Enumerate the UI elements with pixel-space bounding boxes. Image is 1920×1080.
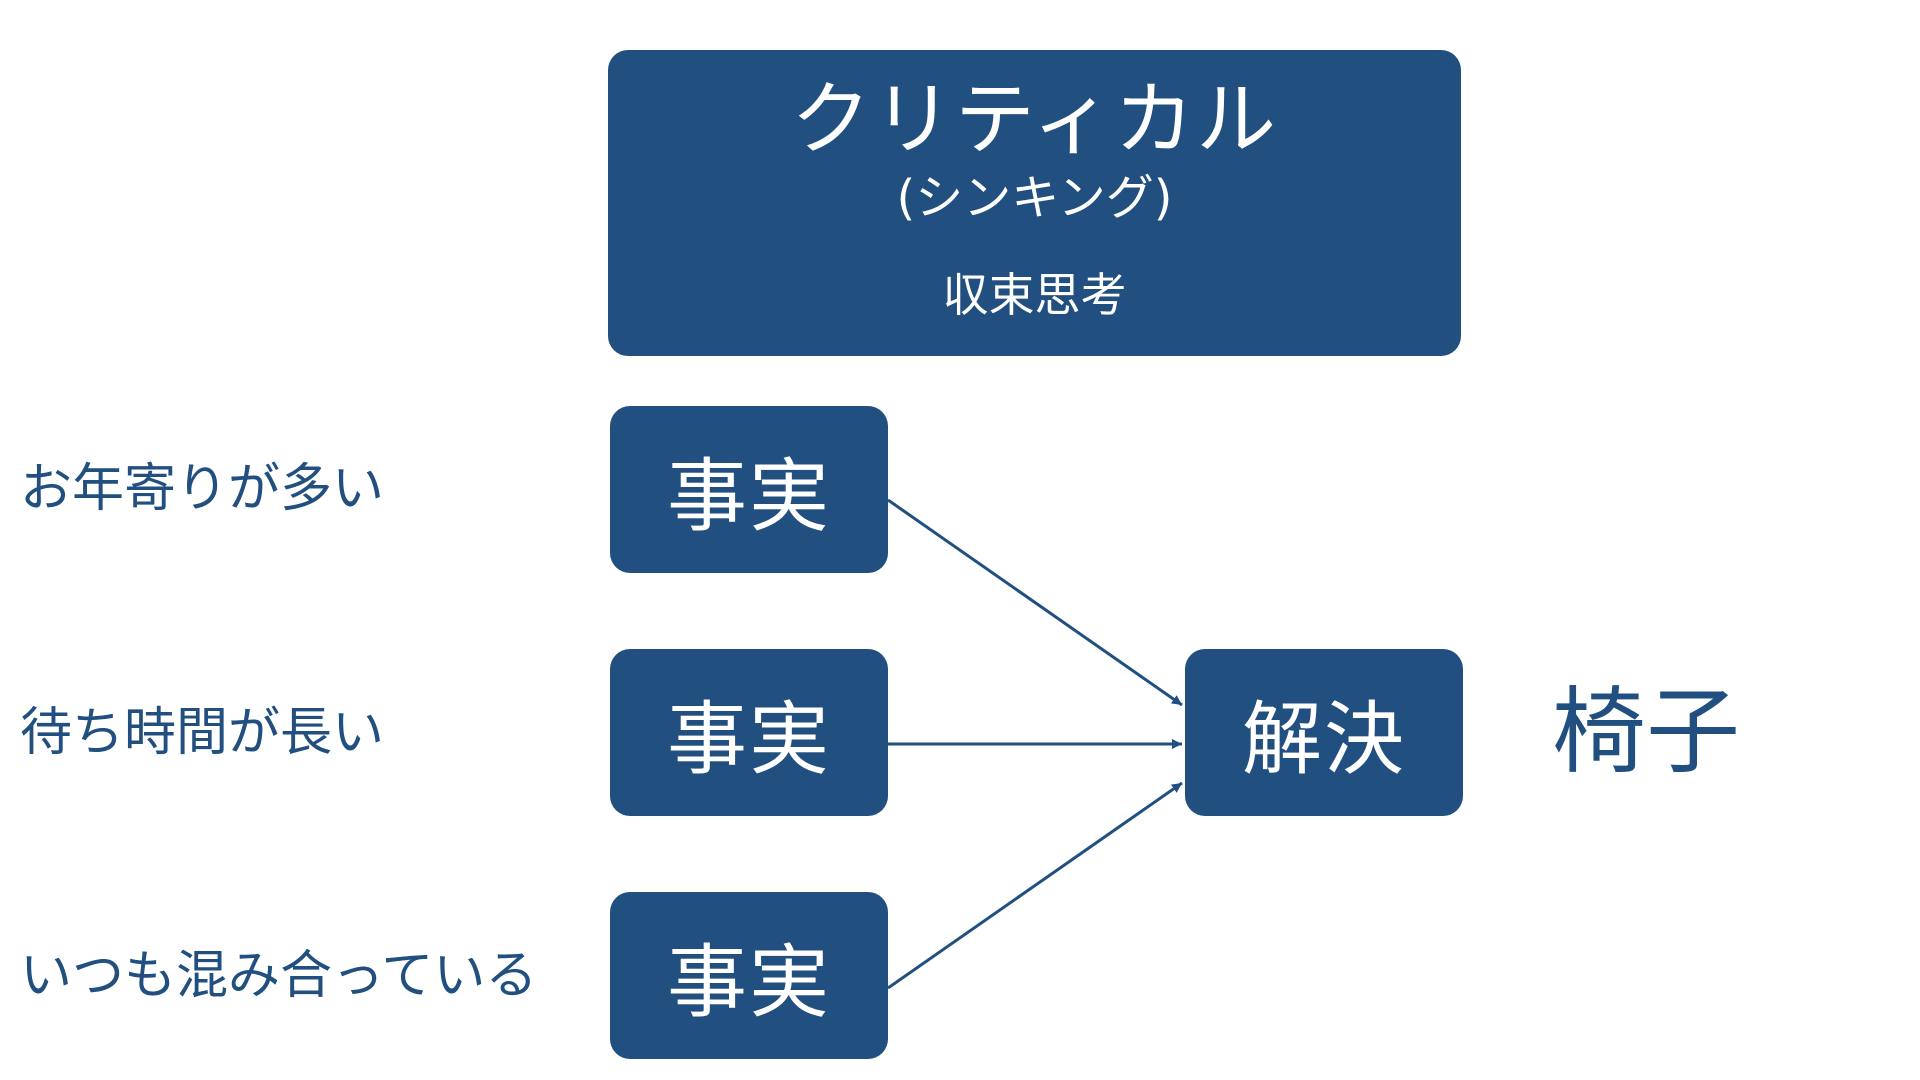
diagram-subtitle: (シンキング)	[896, 170, 1173, 226]
critical-thinking-box: クリティカル (シンキング) 収束思考	[608, 50, 1461, 356]
diagram-caption: 収束思考	[942, 268, 1127, 322]
fact-box-1: 事実	[610, 406, 888, 573]
arrow-fact-1-to-solution	[887, 498, 1183, 707]
solution-box: 解決	[1185, 649, 1463, 816]
fact-box-3: 事実	[610, 892, 888, 1059]
diagram-title: クリティカル	[790, 73, 1279, 166]
result-label: 椅子	[1552, 678, 1741, 787]
fact-box-2: 事実	[610, 649, 888, 816]
arrow-fact-3-to-solution	[887, 781, 1183, 990]
observation-text-2: 待ち時間が長い	[20, 703, 385, 763]
observation-text-1: お年寄りが多い	[20, 459, 385, 519]
observation-text-3: いつも混み合っている	[20, 946, 538, 1006]
